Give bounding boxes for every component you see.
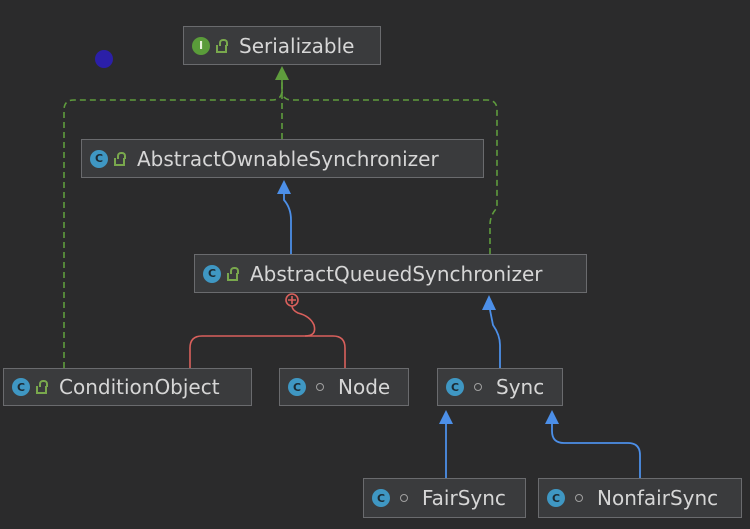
package-private-icon	[400, 494, 408, 502]
interface-icon: I	[192, 36, 210, 55]
node-serializable[interactable]: I Serializable	[183, 26, 381, 65]
public-lock-icon	[227, 266, 239, 281]
node-label: AbstractQueuedSynchronizer	[250, 261, 543, 286]
node-label: AbstractOwnableSynchronizer	[137, 146, 439, 171]
public-lock-icon	[114, 151, 126, 166]
extends-arrowhead-sync-left	[439, 410, 453, 424]
node-abstract-queued-synchronizer[interactable]: C AbstractQueuedSynchronizer	[194, 254, 587, 293]
node-sync[interactable]: C Sync	[437, 368, 563, 406]
extends-arrowhead-sync-right	[545, 410, 559, 424]
node-label: Sync	[496, 375, 545, 399]
class-icon: C	[547, 489, 565, 507]
node-label: Node	[338, 375, 391, 399]
node-abstract-ownable-synchronizer[interactable]: C AbstractOwnableSynchronizer	[81, 139, 484, 178]
package-private-icon	[474, 383, 482, 391]
edge-aqs-extends-aos	[283, 194, 292, 254]
edge-nonfair-extends-sync	[551, 424, 641, 478]
abstract-class-icon: C	[90, 149, 108, 168]
edge-sync-extends-aqs	[489, 309, 501, 368]
edge-inner-condition	[189, 305, 316, 368]
node-node[interactable]: C Node	[279, 368, 409, 406]
edge-inner-node	[305, 335, 346, 368]
node-label: FairSync	[422, 486, 506, 510]
edge-aqs-implements-serializable	[281, 80, 498, 254]
inner-class-plus-icon	[285, 293, 299, 307]
blue-dot-marker	[95, 50, 113, 68]
abstract-class-icon: C	[203, 264, 221, 283]
package-private-icon	[575, 494, 583, 502]
public-lock-icon	[216, 38, 228, 53]
class-icon: C	[12, 378, 30, 396]
public-lock-icon	[36, 380, 48, 394]
package-private-icon	[316, 383, 324, 391]
node-condition-object[interactable]: C ConditionObject	[3, 368, 252, 406]
node-label: ConditionObject	[59, 375, 220, 399]
edge-condition-implements-serializable	[63, 80, 283, 368]
extends-arrowhead-aos	[277, 180, 291, 194]
node-label: NonfairSync	[597, 486, 719, 510]
abstract-class-icon: C	[446, 378, 464, 396]
extends-arrowhead-aqs	[482, 295, 496, 310]
node-fair-sync[interactable]: C FairSync	[363, 478, 526, 518]
class-icon: C	[372, 489, 390, 507]
node-nonfair-sync[interactable]: C NonfairSync	[538, 478, 742, 518]
class-icon: C	[288, 378, 306, 396]
implements-arrowhead	[275, 66, 289, 80]
node-label: Serializable	[239, 33, 355, 58]
